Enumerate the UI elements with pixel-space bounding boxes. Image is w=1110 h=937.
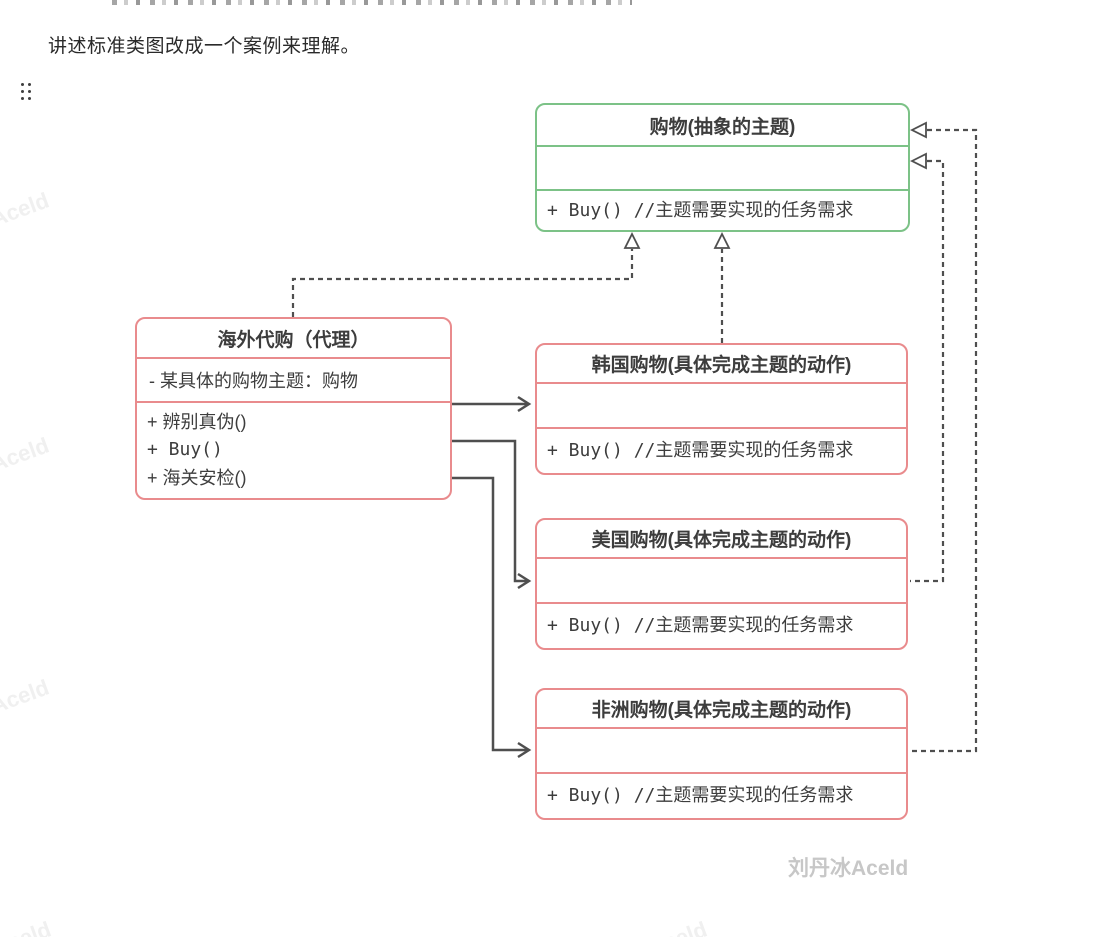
class-method: + Buy() bbox=[147, 439, 223, 460]
arrow-proxy-to-usa bbox=[452, 439, 527, 583]
class-attributes-empty bbox=[537, 727, 906, 772]
uml-class-usa: 美国购物(具体完成主题的动作) + Buy() //主题需要实现的任务需求 bbox=[535, 518, 908, 650]
uml-class-abstract-subject: 购物(抽象的主题) + Buy() //主题需要实现的任务需求 bbox=[535, 103, 910, 232]
dashed-realization-lines bbox=[291, 128, 978, 753]
uml-class-korea: 韩国购物(具体完成主题的动作) + Buy() //主题需要实现的任务需求 bbox=[535, 343, 908, 475]
class-method: + 辨别真伪() bbox=[147, 412, 247, 432]
triangle-up-from-proxy bbox=[623, 231, 641, 249]
clipped-text-line bbox=[112, 0, 632, 5]
class-title: 非洲购物(具体完成主题的动作) bbox=[591, 700, 852, 721]
class-method: + Buy() //主题需要实现的任务需求 bbox=[547, 440, 854, 461]
uml-class-africa: 非洲购物(具体完成主题的动作) + Buy() //主题需要实现的任务需求 bbox=[535, 688, 908, 820]
drag-handle-icon[interactable] bbox=[21, 83, 31, 100]
hollow-triangle-arrowheads bbox=[623, 121, 927, 249]
class-attributes-empty bbox=[537, 557, 906, 602]
intro-text: 讲述标准类图改成一个案例来理解。 bbox=[48, 36, 361, 57]
triangle-left-from-usa bbox=[909, 152, 927, 170]
uml-class-proxy: 海外代购（代理） - 某具体的购物主题：购物 + 辨别真伪() + Buy() … bbox=[135, 317, 452, 500]
class-method: + 海关安检() bbox=[147, 468, 247, 488]
class-title: 海外代购（代理） bbox=[217, 329, 370, 351]
class-attributes-empty bbox=[537, 382, 906, 427]
class-attributes-empty bbox=[537, 145, 908, 189]
class-title: 韩国购物(具体完成主题的动作) bbox=[591, 355, 852, 376]
solid-association-arrows bbox=[452, 395, 532, 759]
triangle-up-from-korea bbox=[713, 231, 731, 249]
arrow-proxy-to-africa bbox=[452, 476, 527, 752]
triangle-left-from-africa bbox=[909, 121, 927, 139]
dashed-proxy-to-abstract bbox=[291, 249, 634, 317]
dashed-africa-to-abstract bbox=[910, 128, 978, 753]
class-title: 购物(抽象的主题) bbox=[649, 116, 796, 138]
class-method: + Buy() //主题需要实现的任务需求 bbox=[547, 615, 854, 636]
author-watermark: 刘丹冰Aceld bbox=[788, 857, 909, 880]
arrowhead-korea bbox=[517, 395, 532, 413]
dashed-usa-to-abstract bbox=[910, 159, 945, 583]
class-attribute: - 某具体的购物主题：购物 bbox=[137, 357, 450, 401]
arrowhead-africa bbox=[517, 741, 532, 759]
class-method: + Buy() //主题需要实现的任务需求 bbox=[547, 199, 854, 221]
class-title: 美国购物(具体完成主题的动作) bbox=[591, 530, 852, 551]
class-method: + Buy() //主题需要实现的任务需求 bbox=[547, 785, 854, 806]
arrowhead-usa bbox=[517, 572, 532, 590]
